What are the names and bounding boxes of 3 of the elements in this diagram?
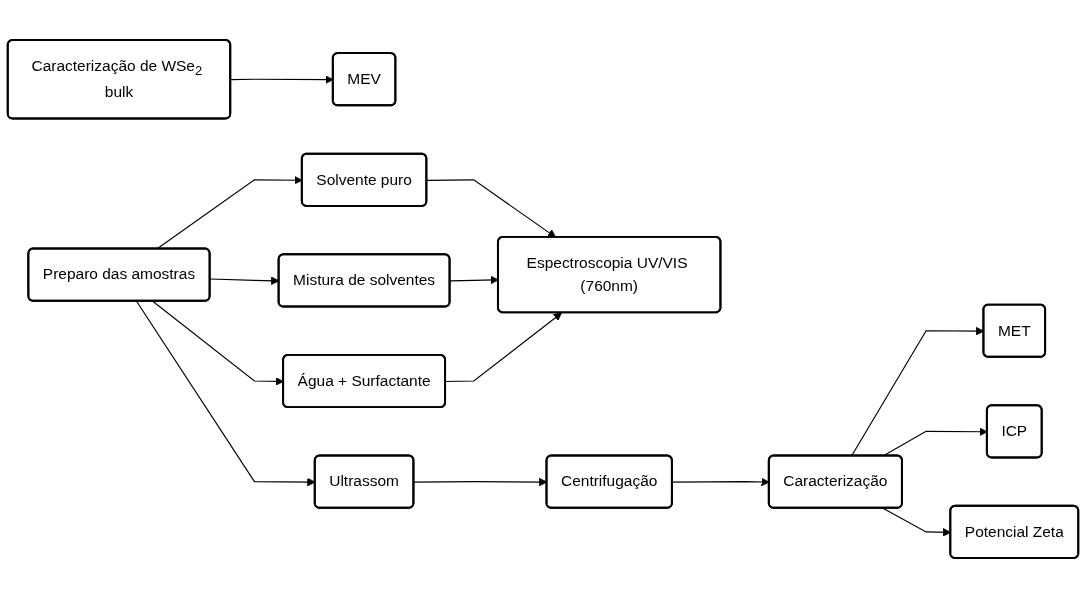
arrow [426,179,557,238]
arrow [445,312,563,383]
arrow [152,300,284,386]
